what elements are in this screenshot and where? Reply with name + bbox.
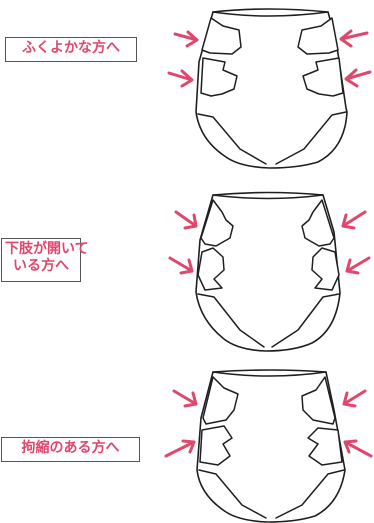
arrow-spread-legs-lower-left xyxy=(168,256,194,275)
label-spread-legs-line2: いる方へ xyxy=(13,258,69,274)
diaper-plump-waist-line xyxy=(212,11,329,17)
diaper-contracture-tape-left-upper xyxy=(202,376,239,425)
diaper-contracture-tape-right-upper xyxy=(301,376,336,425)
diaper-spread-legs-tape-right-lower xyxy=(311,247,340,291)
label-plump-text: ふくよかな方へ xyxy=(22,40,120,56)
diaper-spread-legs-tape-left-upper xyxy=(200,199,234,247)
diaper-spread-legs-leg-gather-left xyxy=(197,293,265,348)
arrow-contracture-lower-left xyxy=(164,439,196,458)
label-plump: ふくよかな方へ xyxy=(5,37,137,62)
label-contracture: 拘縮のある方へ xyxy=(1,437,140,462)
arrow-spread-legs-upper-right xyxy=(341,210,367,230)
diaper-plump-tape-left-lower xyxy=(200,57,238,97)
diaper-contracture-tape-right-lower xyxy=(307,427,343,466)
diaper-spread-legs-tape-right-upper xyxy=(301,199,335,247)
diaper-plump xyxy=(167,8,372,169)
diaper-plump-tape-right-upper xyxy=(297,17,339,55)
arrow-spread-legs-lower-right xyxy=(345,256,371,275)
diaper-plump-leg-gather-right xyxy=(275,111,347,165)
label-spread-legs-line1: 下肢が開いて xyxy=(5,241,89,257)
arrow-contracture-upper-right xyxy=(342,389,367,408)
diaper-plump-tape-right-lower xyxy=(302,57,344,97)
arrow-plump-lower-left xyxy=(167,69,194,88)
arrow-plump-upper-left xyxy=(173,30,199,48)
arrow-plump-upper-right xyxy=(339,29,369,48)
diaper-contracture-leg-gather-left xyxy=(198,469,267,519)
arrow-contracture-lower-right xyxy=(343,439,373,458)
diaper-spread-legs-waist-line xyxy=(212,194,324,200)
diaper-contracture xyxy=(164,369,373,523)
diaper-contracture-tape-left-lower xyxy=(199,425,233,466)
diaper-contracture-leg-gather-right xyxy=(275,469,345,519)
diaper-contracture-waist-line xyxy=(212,371,327,377)
diaper-spread-legs xyxy=(168,191,371,352)
diaper-plump-leg-gather-left xyxy=(197,113,267,165)
arrow-plump-lower-right xyxy=(344,68,372,88)
diaper-spread-legs-leg-gather-right xyxy=(271,293,340,348)
diaper-plump-tape-left-upper xyxy=(201,17,242,55)
arrow-contracture-upper-left xyxy=(172,389,198,408)
label-contracture-text: 拘縮のある方へ xyxy=(21,440,120,456)
diaper-spread-legs-tape-left-lower xyxy=(197,247,225,291)
arrow-spread-legs-upper-left xyxy=(174,210,198,230)
label-spread-legs: 下肢が開いて いる方へ xyxy=(1,238,89,282)
